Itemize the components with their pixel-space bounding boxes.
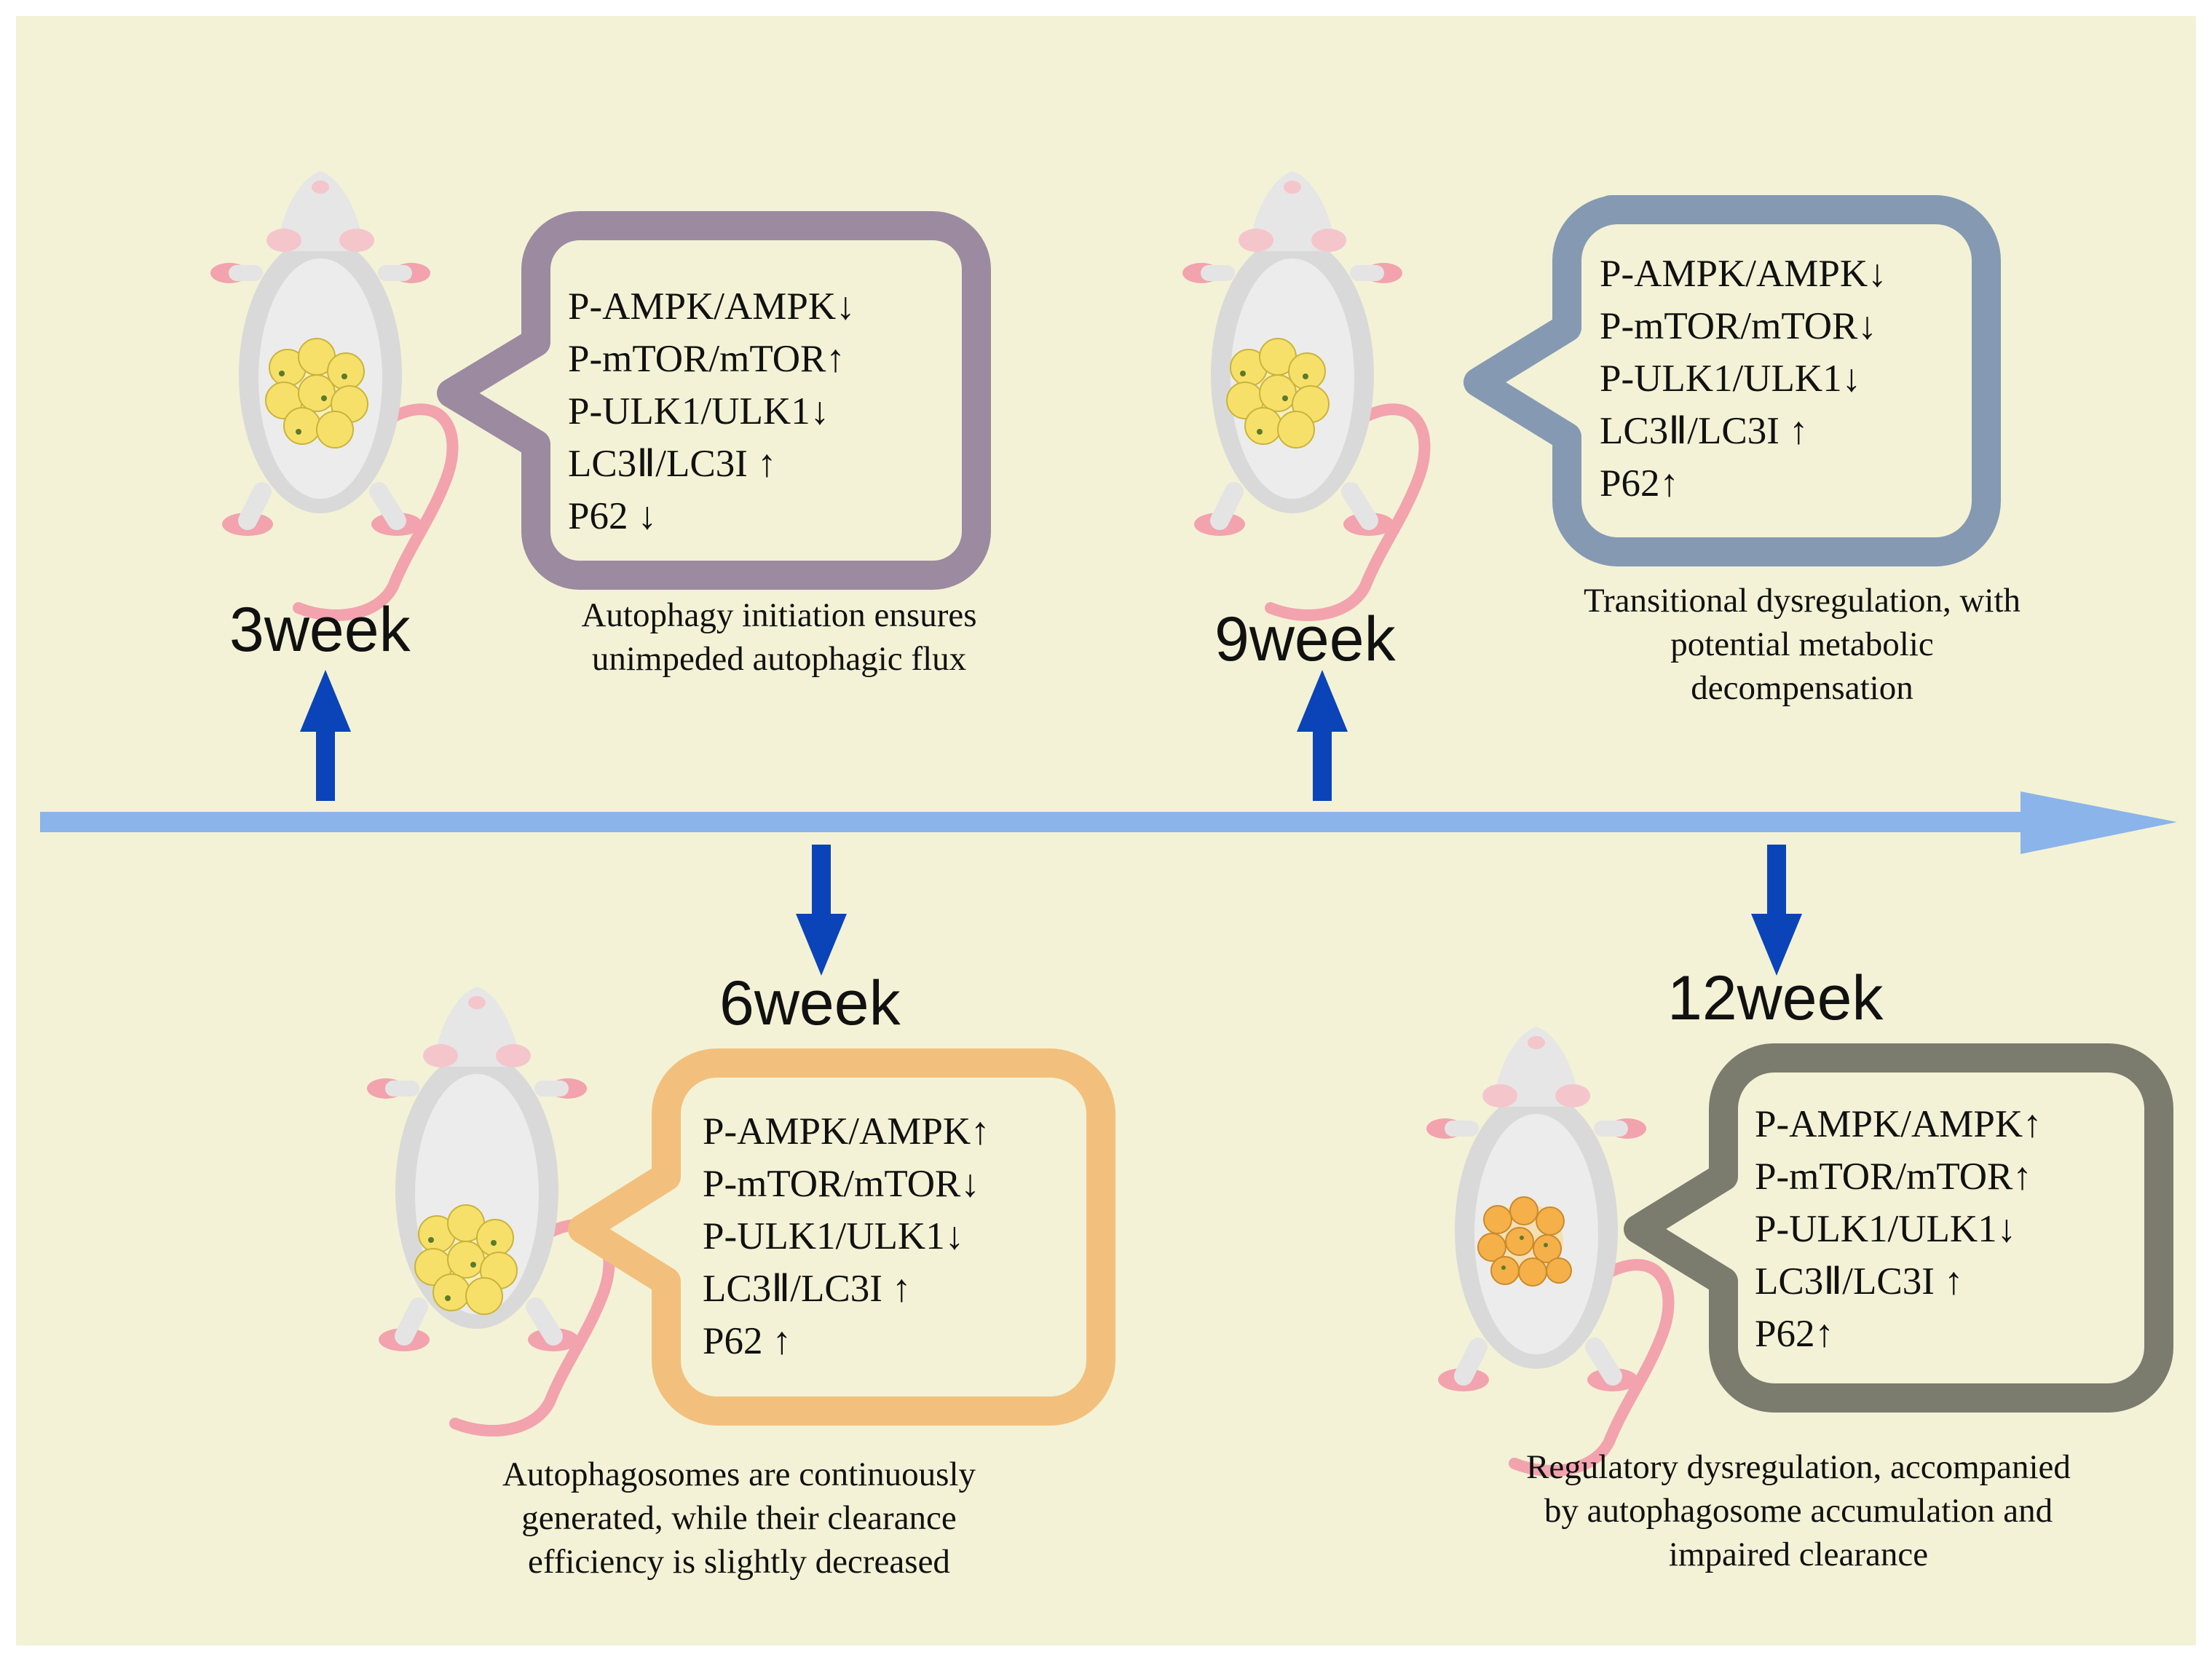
- marker-item: LC3Ⅱ/LC3I ↑: [703, 1268, 912, 1310]
- marker-item: P62 ↑: [703, 1320, 792, 1362]
- caption-line: generated, while their clearance: [521, 1499, 957, 1537]
- caption-line: impaired clearance: [1668, 1536, 1929, 1573]
- rat-6week: [367, 987, 609, 1431]
- marker-item: P-AMPK/AMPK↓: [568, 285, 856, 328]
- week-label-9week: 9week: [1214, 604, 1396, 674]
- arrow-3week: [300, 670, 351, 801]
- rat-9week: [1182, 171, 1424, 615]
- rat-3week: [210, 171, 452, 615]
- marker-item: P-AMPK/AMPK↑: [703, 1110, 990, 1153]
- caption-line: decompensation: [1691, 669, 1913, 707]
- week-label-3week: 3week: [229, 595, 411, 665]
- marker-item: P-ULK1/ULK1↓: [703, 1215, 965, 1257]
- marker-item: P-mTOR/mTOR↑: [1755, 1156, 2032, 1198]
- marker-item: P-mTOR/mTOR↓: [703, 1163, 980, 1205]
- caption-line: unimpeded autophagic flux: [591, 640, 967, 678]
- week-label-12week: 12week: [1667, 963, 1884, 1033]
- marker-item: P-ULK1/ULK1↓: [568, 390, 830, 432]
- marker-item: P-mTOR/mTOR↑: [568, 338, 845, 380]
- marker-item: P-AMPK/AMPK↑: [1755, 1103, 2042, 1145]
- caption-3week: Autophagy initiation ensures unimpeded a…: [502, 593, 1056, 681]
- caption-line: potential metabolic: [1670, 625, 1934, 663]
- marker-item: LC3Ⅱ/LC3I ↑: [568, 443, 777, 485]
- timeline-shaft: [40, 812, 2035, 832]
- marker-item: P62↑: [1600, 462, 1679, 505]
- marker-list-12week: P-AMPK/AMPK↑ P-mTOR/mTOR↑ P-ULK1/ULK1↓ L…: [1755, 1098, 2042, 1360]
- marker-item: P-ULK1/ULK1↓: [1755, 1208, 2017, 1250]
- speech-box-6week: [568, 1048, 1115, 1426]
- marker-list-9week: P-AMPK/AMPK↓ P-mTOR/mTOR↓ P-ULK1/ULK1↓ L…: [1600, 248, 1887, 510]
- speech-box-3week: [437, 211, 991, 590]
- timeline-arrowhead: [2021, 791, 2177, 854]
- arrow-9week: [1297, 670, 1348, 801]
- caption-line: Autophagosomes are continuously: [502, 1455, 976, 1493]
- marker-item: P62 ↓: [568, 495, 657, 537]
- caption-9week: Transitional dysregulation, with potenti…: [1482, 579, 2122, 710]
- caption-line: efficiency is slightly decreased: [528, 1543, 950, 1581]
- marker-list-3week: P-AMPK/AMPK↓ P-mTOR/mTOR↑ P-ULK1/ULK1↓ L…: [568, 280, 856, 542]
- marker-item: P-AMPK/AMPK↓: [1600, 253, 1887, 295]
- caption-line: Autophagy initiation ensures: [581, 596, 977, 634]
- speech-box-12week: [1624, 1043, 2173, 1413]
- arrow-6week: [796, 845, 847, 976]
- caption-line: Regulatory dysregulation, accompanied: [1526, 1448, 2071, 1486]
- caption-line: by autophagosome accumulation and: [1544, 1492, 2053, 1530]
- marker-item: P-mTOR/mTOR↓: [1600, 305, 1877, 347]
- marker-item: LC3Ⅱ/LC3I ↑: [1755, 1260, 1964, 1303]
- marker-list-6week: P-AMPK/AMPK↑ P-mTOR/mTOR↓ P-ULK1/ULK1↓ L…: [703, 1105, 990, 1367]
- caption-6week: Autophagosomes are continuously generate…: [408, 1453, 1070, 1584]
- marker-item: P-ULK1/ULK1↓: [1600, 357, 1862, 400]
- caption-line: Transitional dysregulation, with: [1583, 582, 2021, 620]
- speech-box-9week: [1464, 195, 2001, 566]
- arrow-12week: [1751, 845, 1802, 976]
- marker-item: P62↑: [1755, 1313, 1834, 1355]
- caption-12week: Regulatory dysregulation, accompanied by…: [1427, 1445, 2170, 1576]
- rat-12week: [1426, 1027, 1668, 1471]
- marker-item: LC3Ⅱ/LC3I ↑: [1600, 410, 1809, 452]
- week-label-6week: 6week: [719, 968, 901, 1038]
